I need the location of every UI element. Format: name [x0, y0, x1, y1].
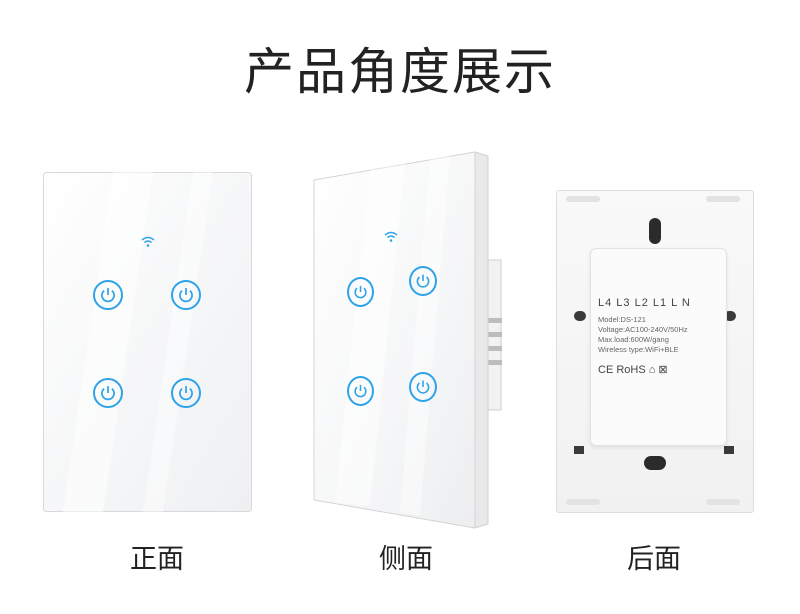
- voltage-text: Voltage:AC100-240V/50Hz: [598, 325, 688, 334]
- front-panel: [43, 172, 252, 512]
- side-panel: [313, 151, 502, 529]
- power-icon: [354, 384, 367, 398]
- wifi-icon: [141, 236, 155, 247]
- wireless-text: Wireless type:WiFi+BLE: [598, 345, 679, 354]
- power-icon: [416, 380, 430, 394]
- power-icon: [179, 386, 193, 401]
- certification-marks: CE RoHS ⌂ ⊠: [598, 364, 668, 376]
- power-icon: [101, 288, 115, 303]
- power-icon: [179, 288, 193, 303]
- max-load-text: Max.load:600W/gang: [598, 335, 669, 344]
- side-button-4[interactable]: [409, 372, 437, 402]
- front-button-2[interactable]: [171, 280, 201, 310]
- back-module: [590, 248, 727, 446]
- power-icon: [101, 386, 115, 401]
- terminal-labels: L4 L3 L2 L1 L N: [598, 297, 691, 309]
- spec-label: L4 L3 L2 L1 L N Model:DS-121 Voltage:AC1…: [598, 297, 716, 393]
- wifi-icon: [384, 231, 398, 242]
- caption-side: 侧面: [379, 544, 433, 575]
- power-icon: [416, 274, 430, 288]
- front-button-3[interactable]: [93, 378, 123, 408]
- side-button-3[interactable]: [347, 376, 374, 406]
- model-text: Model:DS-121: [598, 315, 646, 324]
- front-button-1[interactable]: [93, 280, 123, 310]
- front-button-4[interactable]: [171, 378, 201, 408]
- side-button-2[interactable]: [409, 266, 437, 296]
- side-button-1[interactable]: [347, 277, 374, 307]
- caption-front: 正面: [130, 544, 184, 575]
- power-icon: [354, 285, 367, 299]
- caption-back: 后面: [627, 544, 681, 575]
- page-title: 产品角度展示: [244, 43, 556, 101]
